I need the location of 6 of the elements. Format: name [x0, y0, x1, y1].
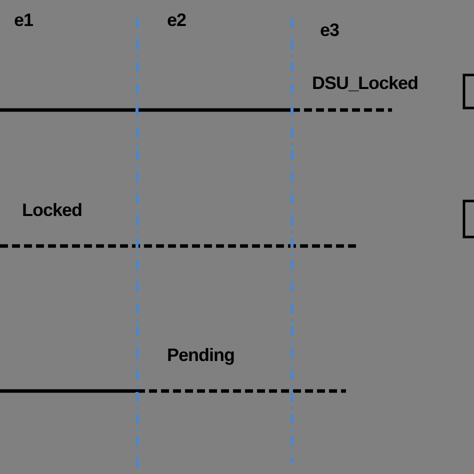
event-label: e2: [167, 10, 186, 30]
signal-label: Locked: [22, 200, 82, 220]
event-label: e1: [14, 10, 34, 30]
signal-label: DSU_Locked: [312, 73, 418, 93]
signal-label: Pending: [167, 345, 234, 365]
event-label: e3: [320, 20, 340, 40]
